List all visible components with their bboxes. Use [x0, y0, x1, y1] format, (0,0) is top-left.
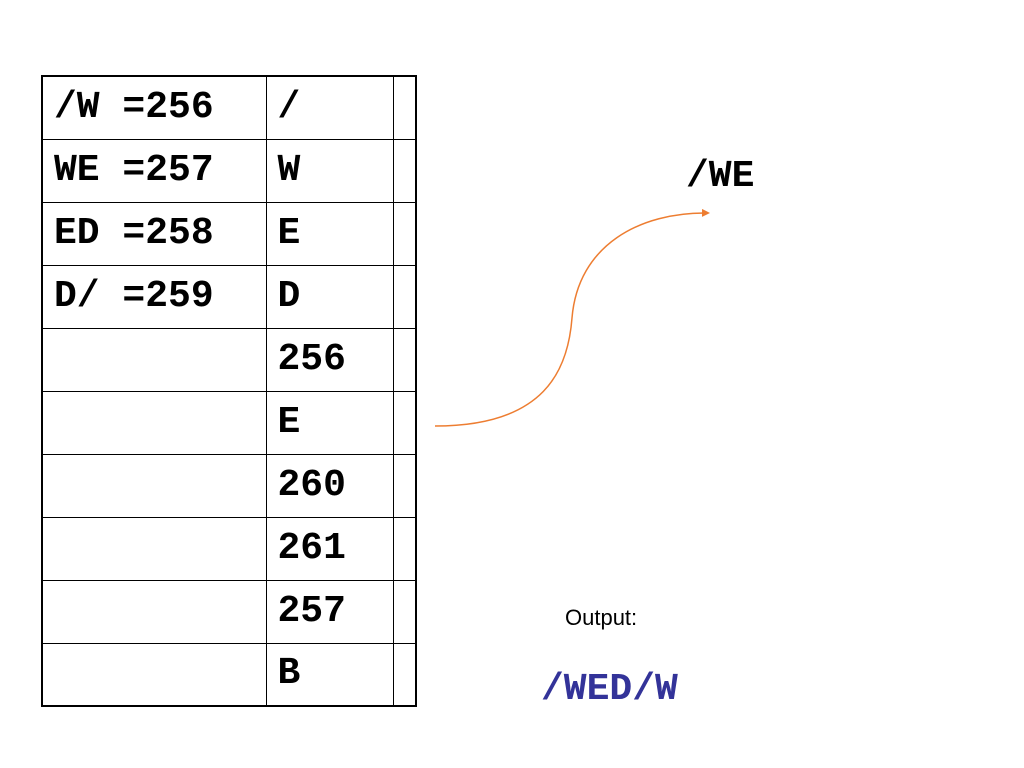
dictionary-entry-cell [41, 327, 267, 392]
symbol-cell: D [265, 264, 394, 329]
table-row: 257 [41, 579, 417, 644]
symbol-cell: B [265, 642, 394, 707]
table-row: B [41, 642, 417, 707]
table-row: /W =256/ [41, 75, 417, 140]
dictionary-entry-cell [41, 453, 267, 518]
empty-cell [392, 516, 417, 581]
dictionary-entry-cell: /W =256 [41, 75, 267, 140]
empty-cell [392, 390, 417, 455]
dictionary-entry-cell: D/ =259 [41, 264, 267, 329]
empty-cell [392, 201, 417, 266]
empty-cell [392, 453, 417, 518]
dictionary-entry-cell [41, 579, 267, 644]
table-row: 256 [41, 327, 417, 392]
current-string: /WE [686, 155, 755, 198]
dictionary-entry-cell [41, 642, 267, 707]
empty-cell [392, 264, 417, 329]
dictionary-entry-cell [41, 516, 267, 581]
symbol-cell: W [265, 138, 394, 203]
symbol-cell: E [265, 201, 394, 266]
dictionary-entry-cell [41, 390, 267, 455]
symbol-cell: E [265, 390, 394, 455]
output-value: /WED/W [541, 668, 678, 711]
table-row: 260 [41, 453, 417, 518]
empty-cell [392, 75, 417, 140]
empty-cell [392, 327, 417, 392]
empty-cell [392, 642, 417, 707]
symbol-cell: 260 [265, 453, 394, 518]
empty-cell [392, 579, 417, 644]
symbol-cell: 257 [265, 579, 394, 644]
table-row: E [41, 390, 417, 455]
symbol-cell: 256 [265, 327, 394, 392]
empty-cell [392, 138, 417, 203]
output-label: Output: [565, 605, 638, 630]
dictionary-entry-cell: ED =258 [41, 201, 267, 266]
symbol-cell: / [265, 75, 394, 140]
table-row: 261 [41, 516, 417, 581]
dictionary-entry-cell: WE =257 [41, 138, 267, 203]
symbol-cell: 261 [265, 516, 394, 581]
arrow-path [434, 208, 710, 427]
